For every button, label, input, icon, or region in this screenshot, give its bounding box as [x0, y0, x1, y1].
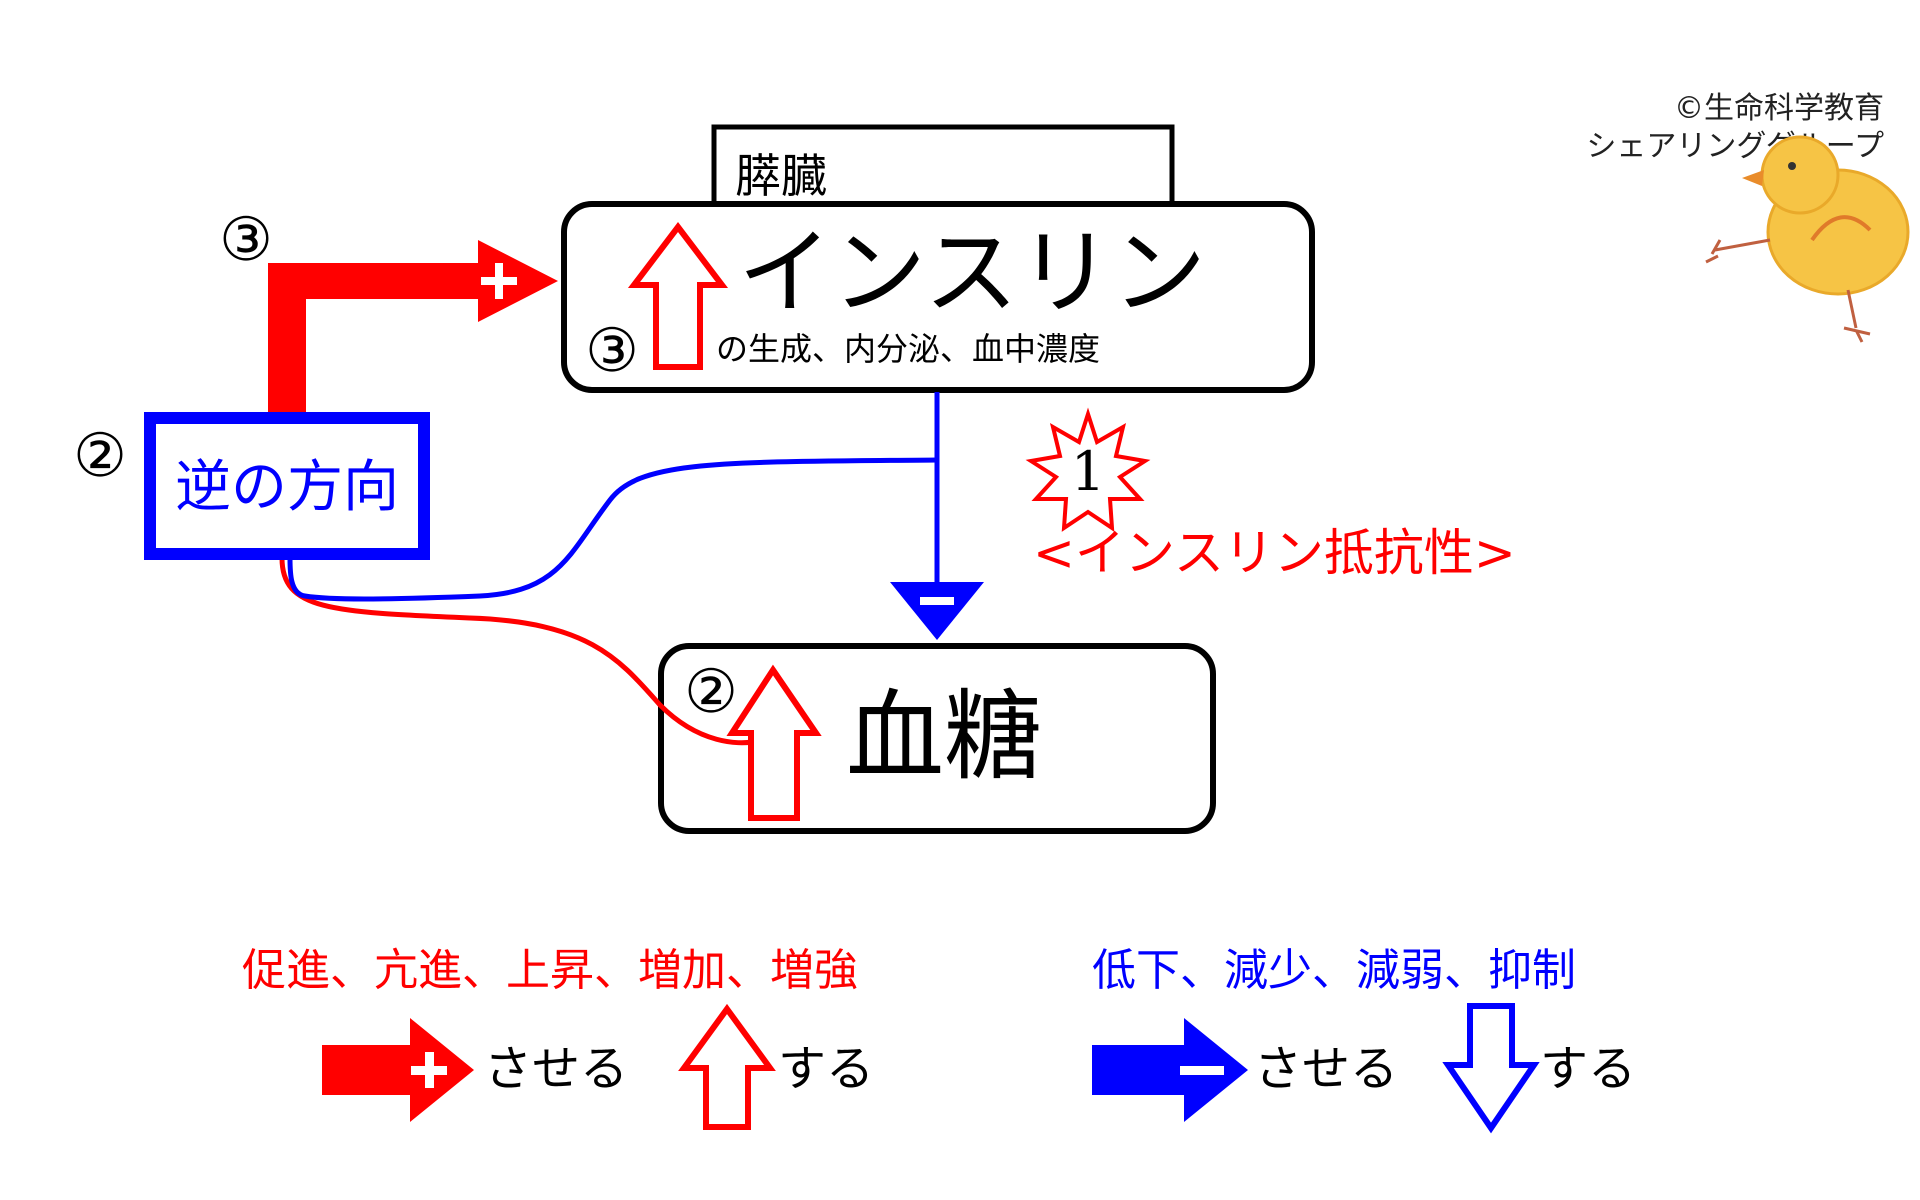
copyright-line2: シェアリンググループ: [1586, 129, 1884, 164]
reverse-direction-label: 逆の方向: [175, 455, 399, 520]
legend-minus-sign: [1180, 1066, 1224, 1075]
legend-plus-vertical: [425, 1052, 434, 1088]
copyright-line1: ©生命科学教育: [1674, 91, 1884, 126]
blood-sugar-title: 血糖: [846, 680, 1042, 794]
legend-increase-arrow-icon: [678, 1003, 776, 1130]
insulin-box: [561, 201, 1315, 393]
legend-decrease-arrow-icon: [1442, 1003, 1540, 1134]
pancreas-label: 膵臓: [735, 149, 827, 203]
insulin-step-number: ③: [585, 316, 639, 386]
reverse-to-insulin-feedback-arrow: [268, 240, 558, 415]
legend-promote-arrow-icon: [322, 1018, 474, 1122]
inhibit-minus-sign: [920, 597, 954, 605]
legend-increase-label: する: [778, 1041, 874, 1097]
pancreas-box: [711, 124, 1175, 215]
blood-sugar-increase-arrow-icon: [726, 664, 822, 821]
legend-suppress-label: させる: [1254, 1041, 1398, 1097]
reverse-direction-box: [144, 412, 430, 560]
chick-mascot-icon: [1705, 135, 1910, 343]
resistance-starburst-icon: [1025, 407, 1151, 532]
feedback-step-number: ③: [219, 205, 273, 275]
legend-increase-terms: 促進、亢進、上昇、増加、増強: [242, 945, 858, 996]
legend-decrease-label: する: [1540, 1041, 1636, 1097]
insulin-subtitle: の生成、内分泌、血中濃度: [716, 330, 1100, 368]
legend-decrease-terms: 低下、減少、減弱、抑制: [1092, 945, 1576, 996]
insulin-title: インスリン: [738, 219, 1206, 328]
reverse-to-blood-sugar-line: [279, 557, 753, 746]
feedback-plus-vertical: [495, 263, 503, 299]
inhibit-arrowhead-icon: [890, 582, 984, 640]
resistance-step-number: 1: [1071, 440, 1105, 503]
insulin-increase-arrow-icon: [627, 222, 729, 370]
insulin-resistance-label: <インスリン抵抗性>: [1033, 524, 1516, 582]
legend-suppress-arrow-icon: [1092, 1018, 1248, 1122]
reverse-step-number: ②: [73, 421, 127, 491]
legend-promote-label: させる: [484, 1041, 628, 1097]
insulin-to-reverse-line: [287, 457, 938, 602]
blood-sugar-step-number: ②: [684, 657, 738, 727]
